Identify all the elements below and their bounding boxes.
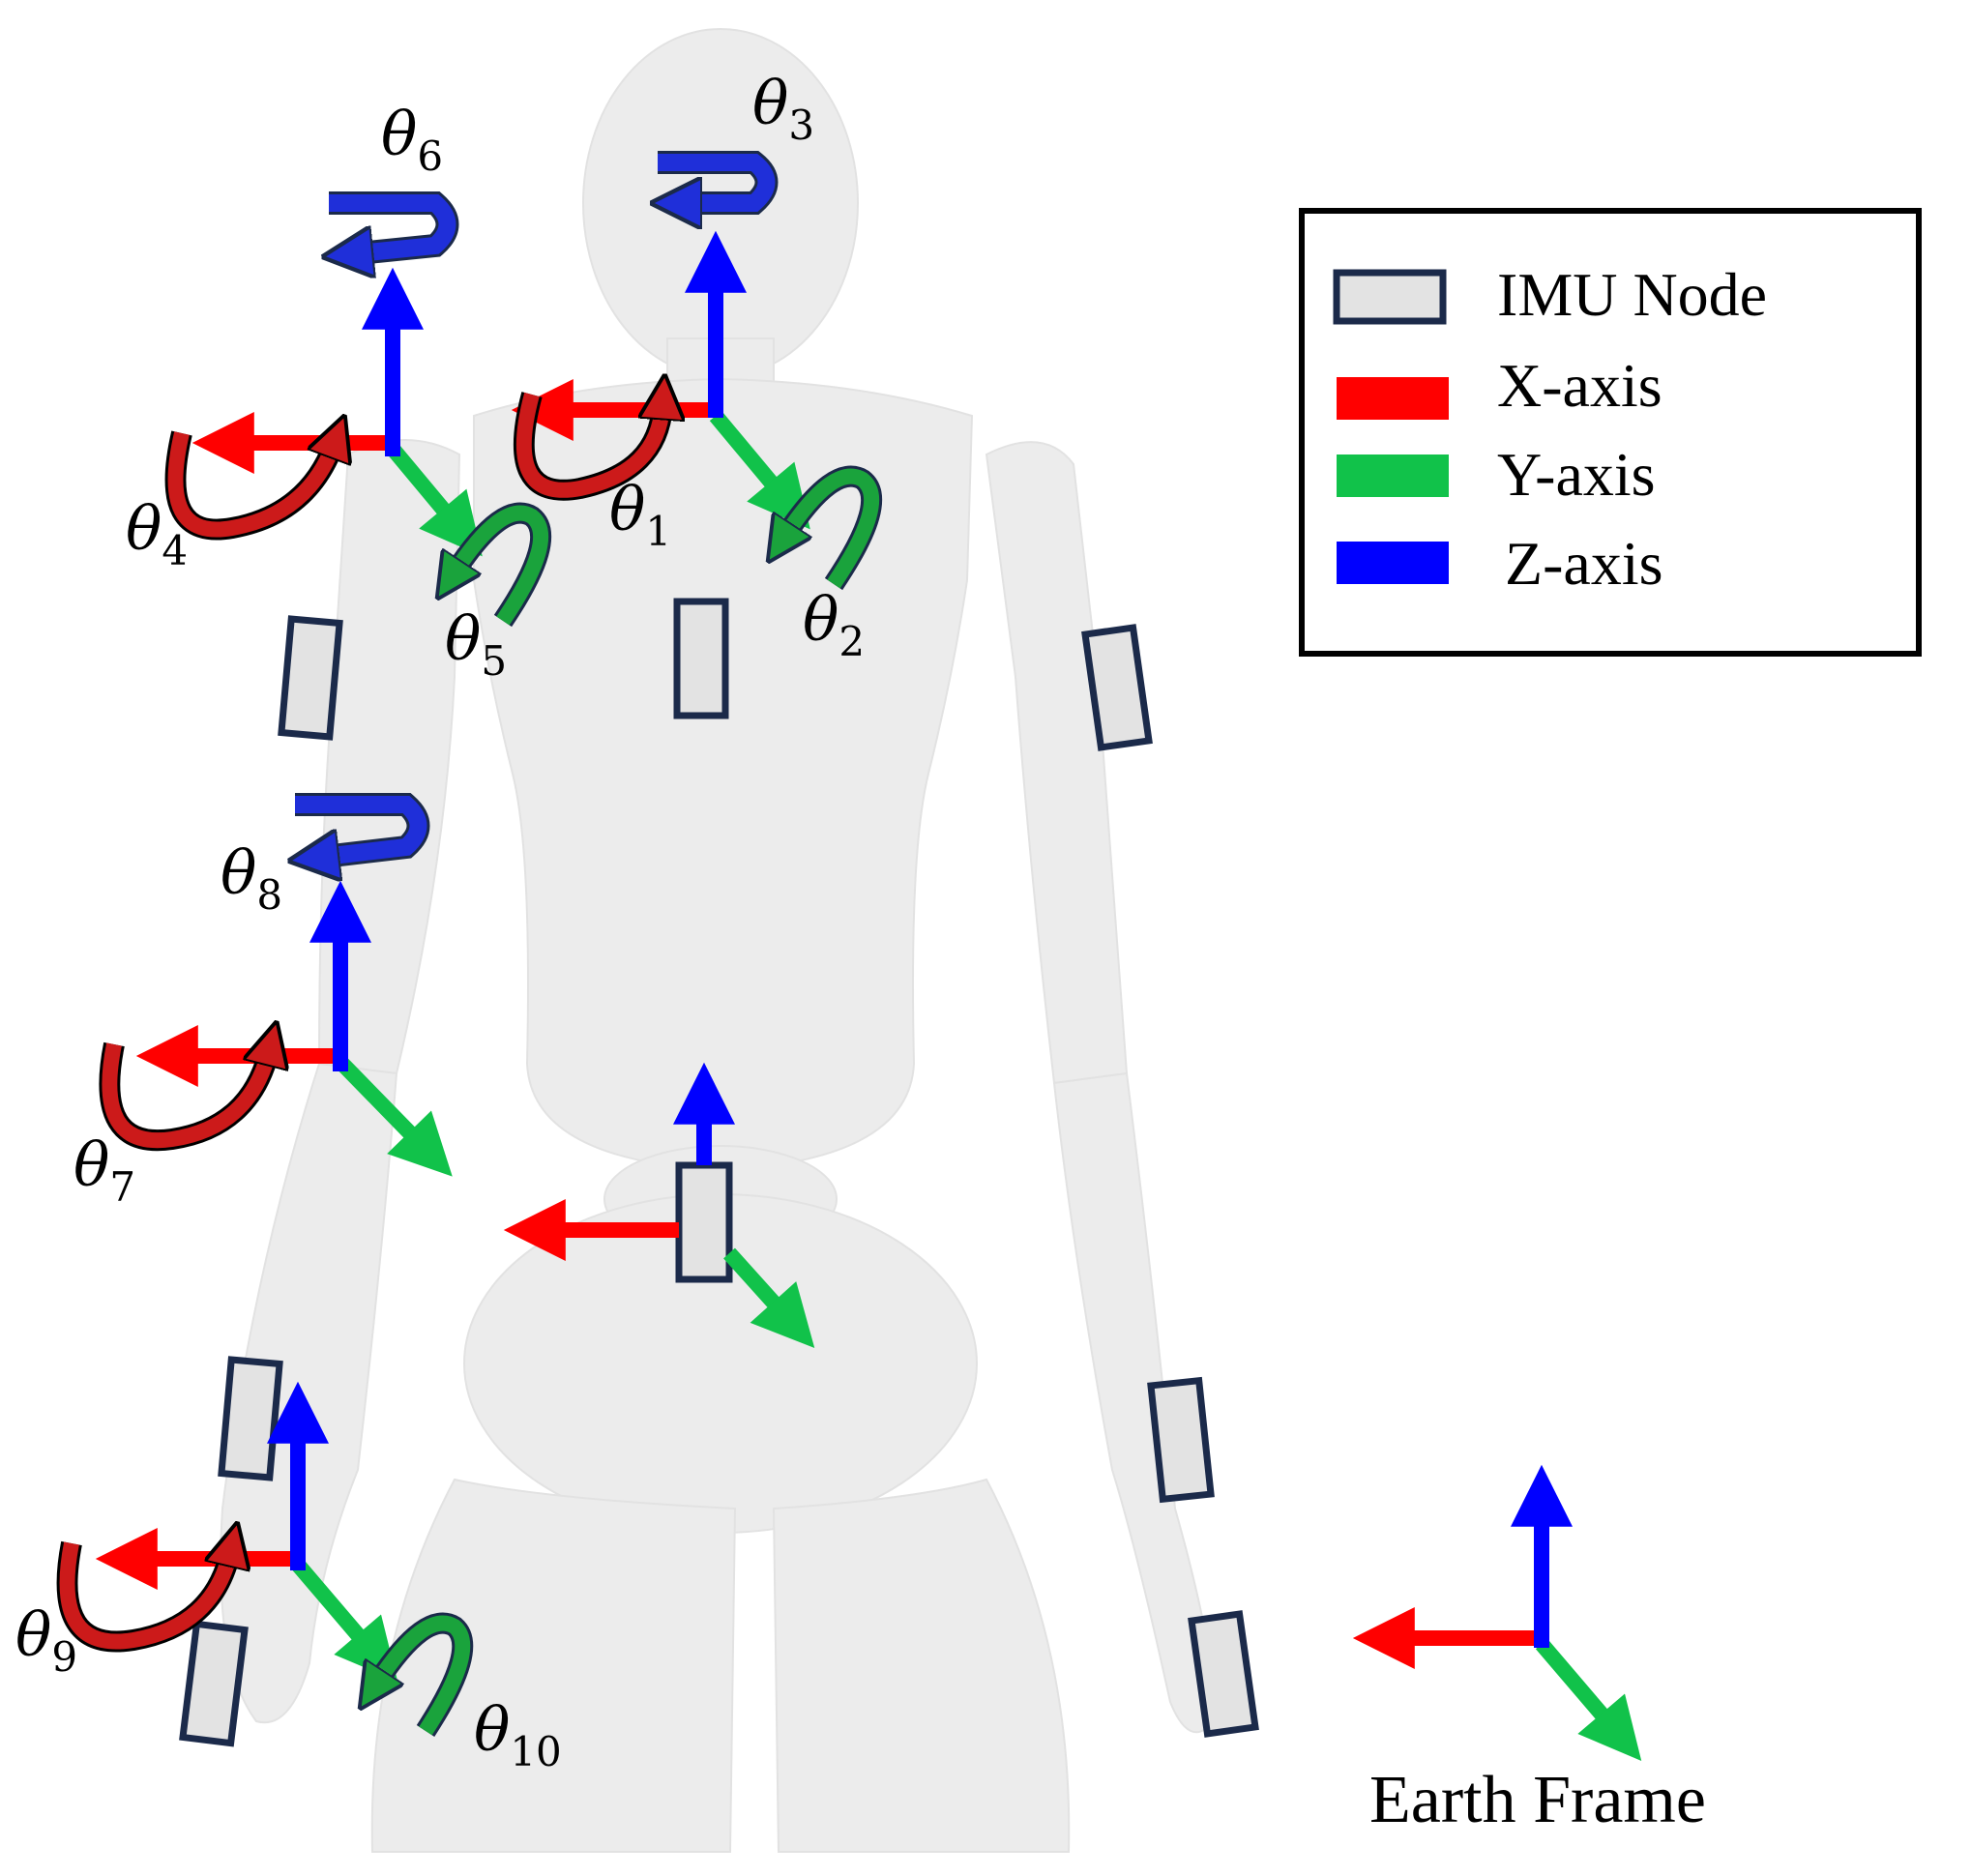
rotation-theta4 xyxy=(164,433,335,541)
y-rotation-arrow-icon xyxy=(377,1615,471,1736)
earth-frame-label: Earth Frame xyxy=(1369,1763,1706,1837)
frame-earth xyxy=(1352,1464,1642,1761)
legend-y-swatch xyxy=(1337,454,1449,497)
imu-node-left-forearm xyxy=(218,1356,283,1481)
shoulder-y-axis xyxy=(386,443,483,557)
mannequin-right-upper-arm xyxy=(985,441,1129,1085)
elbow-y-axis xyxy=(335,1056,453,1177)
frame-chest xyxy=(511,230,810,530)
pelvis-y-axis xyxy=(723,1247,815,1349)
label-theta1: θ1 xyxy=(609,474,671,555)
imu-node-right-hand xyxy=(1188,1610,1259,1738)
z-rotation-arrow-icon xyxy=(658,154,776,203)
y-rotation-arrow-icon xyxy=(785,468,880,589)
rotation-theta8 xyxy=(295,793,430,857)
rotation-theta9 xyxy=(56,1543,230,1653)
label-theta2: θ2 xyxy=(803,584,865,665)
imu-node-pelvis xyxy=(675,1161,733,1283)
z-rotation-arrow-icon xyxy=(329,194,456,253)
label-theta5: θ5 xyxy=(445,603,507,685)
legend-imu-swatch xyxy=(1333,269,1447,325)
earth-y-axis xyxy=(1535,1638,1642,1761)
imu-node-left-upper-arm xyxy=(278,615,343,741)
imu-node-right-upper-arm xyxy=(1081,624,1153,751)
wrist-y-axis xyxy=(291,1559,398,1682)
mannequin-right-forearm xyxy=(1052,1071,1216,1734)
frame-pelvis xyxy=(503,1062,815,1349)
rotation-theta3 xyxy=(658,151,779,203)
rotation-theta6 xyxy=(329,191,459,253)
imu-node-chest xyxy=(673,598,729,719)
rotation-theta10 xyxy=(377,1612,474,1738)
legend-z-label: Z-axis xyxy=(1505,529,1663,598)
x-rotation-arrow-icon xyxy=(515,395,662,498)
chest-y-axis xyxy=(709,410,810,530)
x-rotation-arrow-icon xyxy=(102,1044,269,1149)
legend-x-label: X-axis xyxy=(1497,351,1662,420)
mannequin-left-leg xyxy=(370,1478,737,1853)
y-rotation-arrow-icon xyxy=(455,505,549,626)
imu-node-left-hand xyxy=(179,1620,249,1747)
legend: IMU Node X-axis Y-axis Z-axis xyxy=(1299,208,1922,657)
label-theta8: θ8 xyxy=(221,837,282,919)
legend-z-swatch xyxy=(1337,542,1449,584)
legend-x-swatch xyxy=(1337,377,1449,420)
legend-y-label: Y-axis xyxy=(1497,440,1656,509)
legend-imu-label: IMU Node xyxy=(1497,260,1767,329)
rotation-theta5 xyxy=(455,502,552,628)
label-theta6: θ6 xyxy=(381,99,443,180)
rotation-theta1 xyxy=(513,395,662,501)
z-rotation-arrow-icon xyxy=(295,796,427,857)
rotation-theta7 xyxy=(99,1044,269,1152)
rotation-theta2 xyxy=(785,465,883,591)
x-rotation-arrow-icon xyxy=(59,1543,230,1650)
x-rotation-arrow-icon xyxy=(167,433,335,538)
mannequin-right-leg xyxy=(772,1478,1071,1853)
imu-node-right-forearm xyxy=(1147,1376,1215,1504)
